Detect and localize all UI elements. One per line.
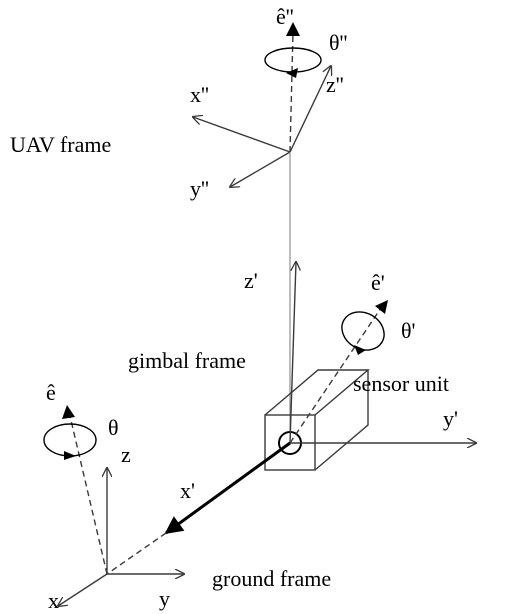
sensor-box-side xyxy=(314,370,369,471)
gimbal-rotation-axis xyxy=(289,307,382,444)
ground-frame-title: ground frame xyxy=(212,566,331,591)
uav-x-axis xyxy=(193,117,291,153)
uav-frame: UAV frame x'' y'' z'' ê'' θ'' xyxy=(10,4,348,201)
gimbal-rotation-ring xyxy=(341,311,385,351)
gimbal-x-axis xyxy=(164,441,291,535)
gimbal-to-ground-link xyxy=(106,532,167,575)
uav-rotation-arrow-head xyxy=(286,22,300,36)
ground-rotation-axis-label: ê xyxy=(46,380,56,405)
ground-rotation-direction-icon xyxy=(64,451,76,460)
gimbal-x-label: x' xyxy=(180,478,195,503)
uav-rotation-axis xyxy=(289,31,294,153)
uav-z-axis xyxy=(289,66,331,153)
ground-rotation-ring xyxy=(43,423,97,457)
ground-frame: ground frame z y x ê θ xyxy=(43,380,331,613)
gimbal-z-label: z' xyxy=(244,268,258,293)
ground-x-axis xyxy=(58,573,108,606)
uav-rotation-angle-label: θ'' xyxy=(329,30,348,55)
uav-y-label: y'' xyxy=(190,176,209,201)
ground-x-label: x xyxy=(48,588,59,613)
uav-x-label: x'' xyxy=(190,82,209,107)
uav-rotation-axis-label: ê'' xyxy=(276,4,294,29)
sensor-unit-label: sensor unit xyxy=(353,371,449,396)
gimbal-z-axis xyxy=(289,262,296,444)
ground-y-label: y xyxy=(159,586,170,611)
uav-z-label: z'' xyxy=(326,72,344,97)
uav-y-axis xyxy=(230,151,291,187)
gimbal-frame: gimbal frame z' y' x' ê' θ' sensor unit xyxy=(128,262,476,535)
gimbal-rotation-direction-icon xyxy=(354,345,366,355)
ground-rotation-angle-label: θ xyxy=(108,415,119,440)
ground-rotation-axis xyxy=(69,415,108,575)
gimbal-frame-title: gimbal frame xyxy=(128,348,246,373)
uav-frame-title: UAV frame xyxy=(10,132,111,157)
ground-rotation-arrow-head xyxy=(62,405,75,419)
uav-rotation-direction-icon xyxy=(286,68,298,78)
gimbal-rotation-axis-label: ê' xyxy=(371,270,385,295)
ground-z-label: z xyxy=(121,442,131,467)
gimbal-rotation-arrow-head xyxy=(375,300,388,314)
gimbal-y-label: y' xyxy=(443,406,458,431)
gimbal-rotation-angle-label: θ' xyxy=(401,318,416,343)
